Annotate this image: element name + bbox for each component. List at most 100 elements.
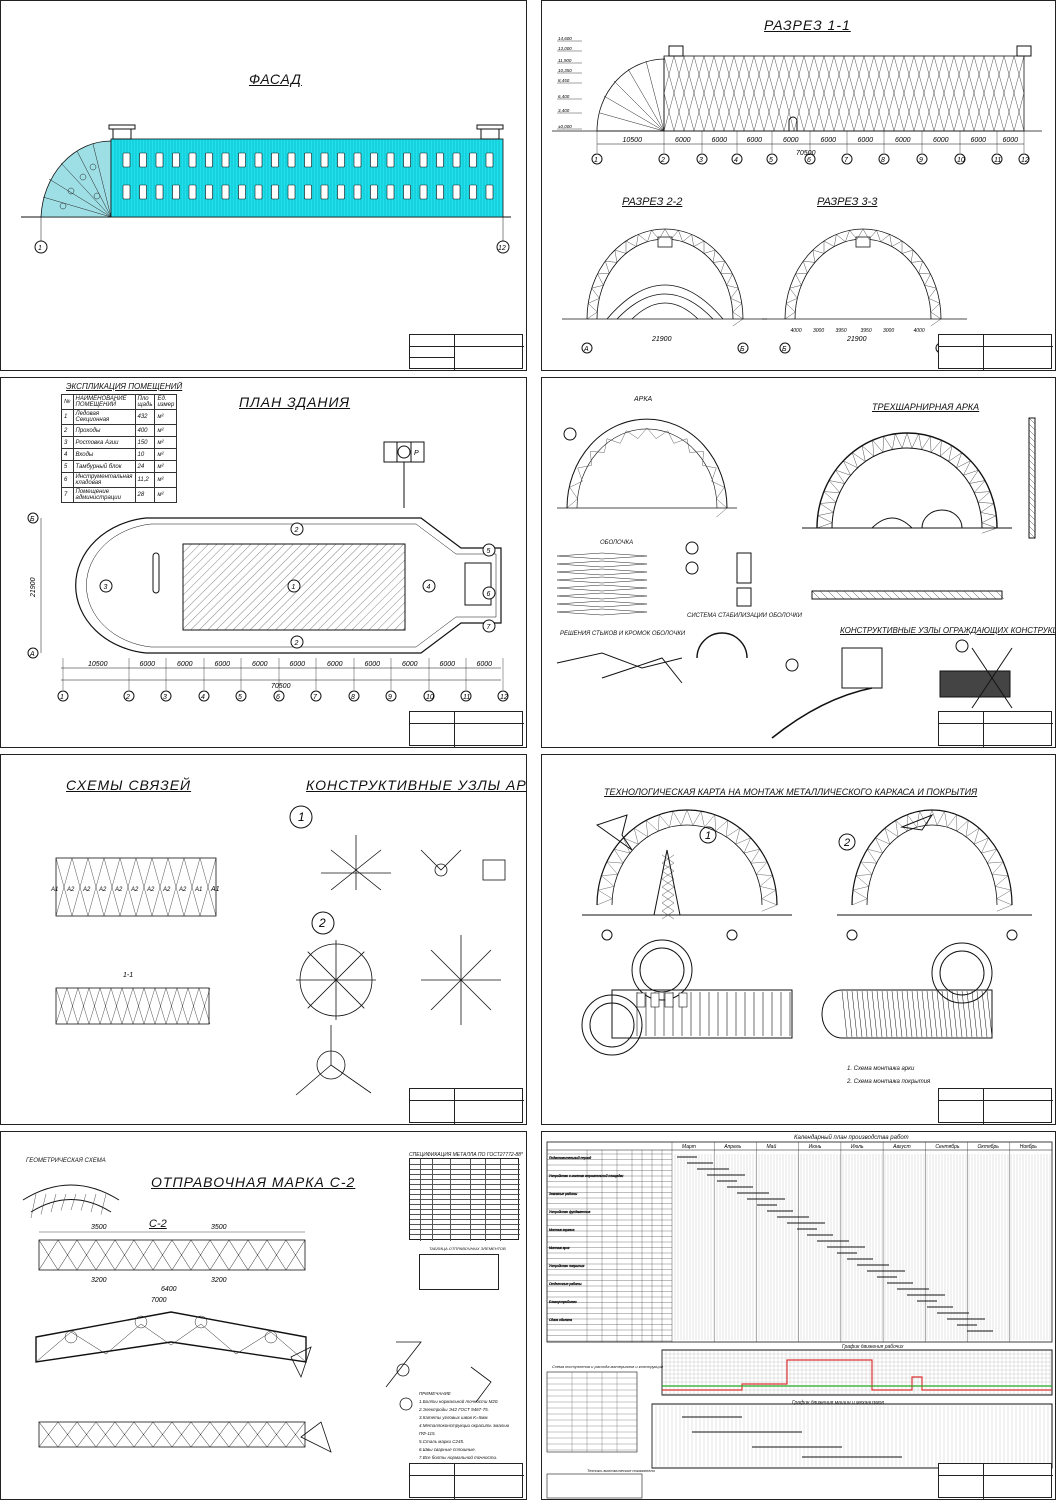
- calendar-month: Июнь: [809, 1144, 822, 1150]
- facade-window: [271, 184, 279, 200]
- calendar-row-label: Отделочные работы: [549, 1282, 582, 1286]
- plan-axis: 11: [463, 694, 470, 701]
- plan-room-label: 4: [427, 584, 431, 591]
- section11-dim: 6000: [933, 137, 949, 144]
- section33-dim: 4000: [791, 328, 802, 334]
- dim-mid-1: 3200: [91, 1277, 107, 1284]
- facade-window: [205, 152, 213, 168]
- explication-title: ЭКСПЛИКАЦИЯ ПОМЕЩЕНИЙ: [66, 382, 183, 391]
- sections-22-33-drawing: A Б 21900 Б A 21900 40003000395039503000…: [562, 228, 967, 354]
- shipping-mark: С-2: [149, 1218, 167, 1230]
- section22-title: РАЗРЕЗ 2-2: [622, 196, 683, 208]
- plan-dim: 6000: [477, 661, 493, 668]
- section22-width: 21900: [651, 336, 672, 343]
- plan-room-label: 1: [292, 584, 296, 591]
- facade-window: [469, 184, 477, 200]
- facade-window: [337, 152, 345, 168]
- note-line: 1.Болты нормальной точности М20.: [419, 1399, 499, 1404]
- plan-title: ПЛАН ЗДАНИЯ: [239, 394, 351, 410]
- facade-window: [386, 184, 395, 200]
- facade-window: [320, 152, 329, 168]
- facade-axis-1: 1: [38, 245, 42, 252]
- resources-title: Схема поступления и расхода материалов и…: [552, 1364, 664, 1369]
- section11-dim: 6000: [712, 137, 728, 144]
- dim-top-1: 3500: [91, 1224, 107, 1231]
- plan-axis: 12: [500, 694, 508, 701]
- calendar-title: Календарный план производства работ: [794, 1135, 909, 1141]
- shipping-notes: ПРИМЕЧАНИЕ 1.Болты нормальной точности М…: [419, 1390, 526, 1462]
- joints-title: РЕШЕНИЯ СТЫКОВ И КРОМОК ОБОЛОЧКИ: [560, 631, 686, 637]
- facade-axis-12: 12: [498, 245, 506, 252]
- calendar-month: Август: [892, 1144, 911, 1150]
- plan-dim: 6000: [327, 661, 343, 668]
- bracing-mark: A1: [50, 887, 58, 893]
- plan-room-label: 2: [294, 527, 299, 534]
- section11-total: 70500: [796, 150, 816, 157]
- spec-table: [409, 1158, 520, 1241]
- facade-window: [122, 152, 131, 168]
- sheet-shipping: ГЕОМЕТРИЧЕСКАЯ СХЕМА ОТПРАВОЧНАЯ МАРКА С…: [0, 1131, 527, 1500]
- facade-window: [337, 184, 345, 200]
- calendar-row-label: Земляные работы: [549, 1192, 578, 1196]
- calendar-row-label: Устройство и монтаж строительной площадк…: [549, 1174, 623, 1178]
- techcard-drawing: 1 2: [581, 809, 1032, 1056]
- plan-axis-b: Б: [30, 516, 35, 523]
- facade-window: [304, 184, 312, 200]
- geo-title: ГЕОМЕТРИЧЕСКАЯ СХЕМА: [26, 1158, 106, 1164]
- note-line: 3.Катеты угловых швов K=5мм.: [419, 1415, 489, 1420]
- workers-title: График движения рабочих: [842, 1344, 904, 1350]
- arch-title: АРКА: [634, 396, 653, 403]
- facade-window: [139, 184, 147, 200]
- note-line: 5.Сталь марки С245.: [419, 1439, 465, 1444]
- section11-level: ±0,000: [558, 124, 572, 129]
- section11-axis: 7: [844, 157, 849, 164]
- facade-window: [122, 184, 131, 200]
- section11-axis: 4: [734, 157, 738, 164]
- section11-axis: 12: [1021, 157, 1029, 164]
- note-line: 2.Электроды Э42 ГОСТ 9467-75.: [419, 1407, 489, 1412]
- calendar-month: Март: [682, 1144, 696, 1150]
- section33-dim: 3000: [813, 328, 824, 334]
- bracing-mark: A2: [130, 887, 139, 893]
- facade-window: [485, 184, 494, 200]
- plan-axis: 3: [163, 694, 167, 701]
- plan-axis: 5: [238, 694, 242, 701]
- title-block: [938, 711, 1053, 747]
- plan-total: 70500: [271, 683, 291, 690]
- section11-drawing: 1105002600036000460005600066000760008600…: [552, 36, 1042, 165]
- svg-text:A1: A1: [210, 886, 220, 893]
- section22-axis-b: Б: [740, 346, 745, 353]
- plan-dim: 6000: [402, 661, 418, 668]
- facade-window: [320, 184, 329, 200]
- section11-dim: 6000: [1003, 137, 1019, 144]
- section11-dim: 6000: [821, 137, 837, 144]
- facade-window: [254, 152, 263, 168]
- facade-window: [221, 152, 230, 168]
- section11-axis: 6: [807, 157, 811, 164]
- bracing-cut: 1-1: [123, 972, 133, 979]
- plan-room-label: 6: [487, 591, 491, 598]
- facade-window: [419, 152, 428, 168]
- calendar-row-label: Сдача объекта: [549, 1318, 572, 1322]
- section11-level: 3,400: [558, 108, 570, 113]
- sheet-techcard: ТЕХНОЛОГИЧЕСКАЯ КАРТА НА МОНТАЖ МЕТАЛЛИЧ…: [541, 754, 1056, 1125]
- plan-room-label: 7: [487, 624, 492, 631]
- note-line: 7.Все болты нормальной точности.: [419, 1455, 498, 1460]
- facade-window: [403, 152, 411, 168]
- facade-window: [271, 152, 279, 168]
- techcard-title: ТЕХНОЛОГИЧЕСКАЯ КАРТА НА МОНТАЖ МЕТАЛЛИЧ…: [604, 787, 978, 797]
- section33-dim: 3950: [861, 328, 872, 334]
- dim-top-2: 3500: [211, 1224, 227, 1231]
- facade-window: [139, 152, 147, 168]
- section11-dim: 6000: [747, 137, 763, 144]
- facade-window: [353, 184, 362, 200]
- section11-axis: 5: [769, 157, 773, 164]
- techcard-legend: 1. Схема монтажа арки 2. Схема монтажа п…: [847, 1066, 931, 1085]
- facade-window: [485, 152, 494, 168]
- bracing-mark: A2: [146, 887, 155, 893]
- facade-window: [436, 152, 444, 168]
